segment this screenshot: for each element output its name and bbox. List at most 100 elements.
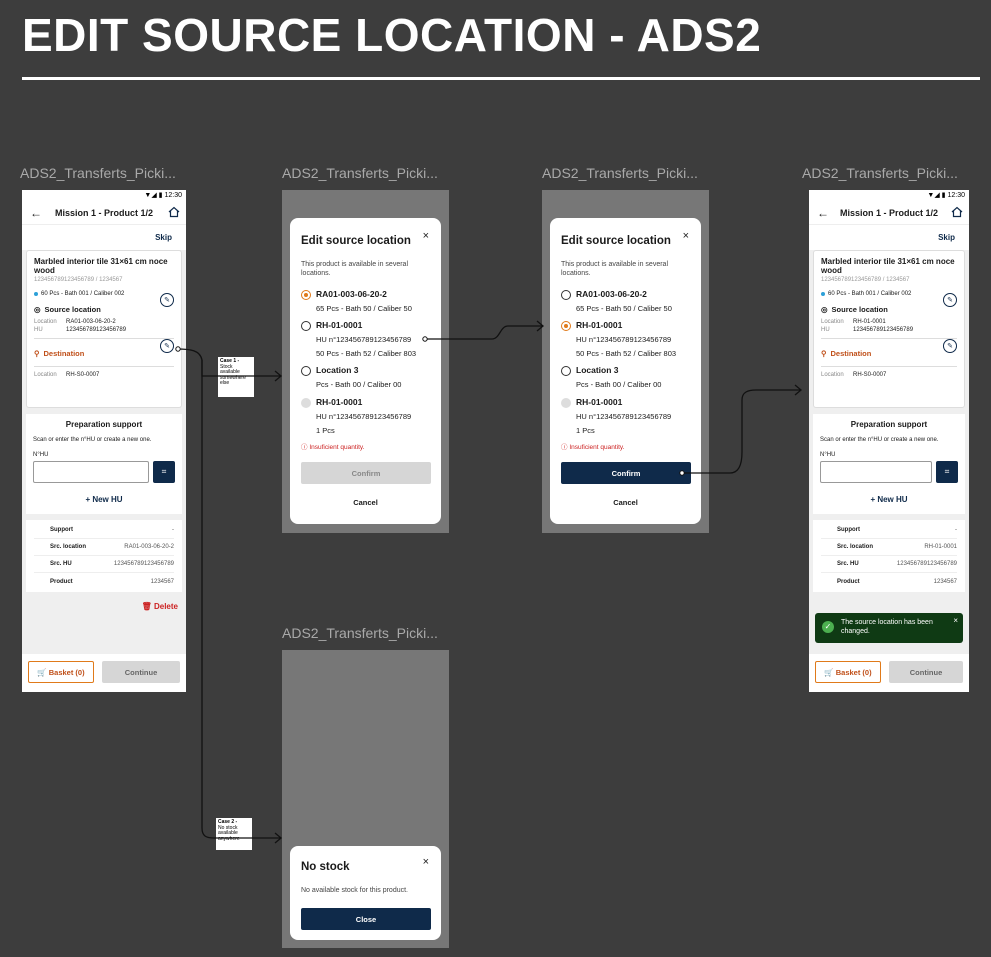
delete-button[interactable]: 🗑 Delete (141, 602, 178, 611)
option-rh01[interactable]: RH-01-0001 HU n°123456789123456789 50 Pc… (561, 320, 691, 361)
flow-origin-dot (422, 336, 428, 342)
frame-label-4: ADS2_Transferts_Picki... (802, 165, 958, 181)
dialog-text: No available stock for this product. (301, 887, 408, 894)
hu-input[interactable] (33, 461, 149, 483)
flow-arrow-confirm (682, 389, 800, 474)
divider (821, 338, 957, 339)
frame-label-1: ADS2_Transferts_Picki... (20, 165, 176, 181)
product-card: Marbled interior tile 31×61 cm noce wood… (813, 250, 965, 408)
radio-disabled (561, 398, 571, 408)
header-title: Mission 1 - Product 1/2 (839, 208, 939, 218)
skip-link[interactable]: Skip (22, 224, 186, 250)
radio-selected[interactable] (301, 290, 311, 300)
new-hu-button[interactable]: + New HU (85, 495, 123, 504)
toast-close-icon[interactable]: × (953, 616, 958, 625)
arrowhead (536, 320, 545, 332)
stock-dot-icon (821, 292, 825, 296)
radio[interactable] (301, 321, 311, 331)
dialog-text: This product is available in several loc… (561, 261, 668, 277)
back-arrow-icon[interactable]: ← (30, 206, 42, 220)
app-header: ← Mission 1 - Product 1/2 (809, 202, 969, 224)
destination-title: ⚲Destination (34, 349, 85, 358)
option-location-3[interactable]: Location 3 Pcs - Bath 00 / Caliber 00 (561, 365, 691, 392)
home-icon[interactable] (168, 206, 180, 218)
product-code: 123456789123456789 / 1234567 (34, 277, 123, 283)
scan-icon[interactable]: ⌗ (936, 461, 958, 483)
success-toast: ✓ The source location has been changed. … (815, 613, 963, 643)
continue-button[interactable]: Continue (889, 661, 963, 683)
no-stock-dialog: No stock × No available stock for this p… (290, 846, 441, 940)
back-arrow-icon[interactable]: ← (817, 206, 829, 220)
location-pin-icon: ◎ (34, 305, 41, 314)
divider (821, 366, 957, 367)
confirm-button-disabled[interactable]: Confirm (301, 462, 431, 484)
case-1-note: Case 1 -Stock available somewhere else (218, 357, 254, 397)
option-rh01[interactable]: RH-01-0001 HU n°123456789123456789 50 Pc… (301, 320, 431, 361)
hu-input[interactable] (820, 461, 932, 483)
hu-label: N°HU (33, 452, 49, 458)
flow-origin-dot (679, 470, 685, 476)
radio[interactable] (561, 290, 571, 300)
cancel-button[interactable]: Cancel (353, 498, 378, 507)
cancel-button[interactable]: Cancel (613, 498, 638, 507)
insufficient-warning: ⓘ Insuficient quantity. (561, 444, 625, 451)
skip-link[interactable]: Skip (809, 224, 969, 250)
product-card: Marbled interior tile 31×61 cm noce wood… (26, 250, 182, 408)
dialog-title: Edit source location (301, 235, 411, 247)
case-2-note: Case 2 -No stock available anywhere (216, 818, 252, 850)
trash-icon: 🗑 (141, 602, 152, 611)
close-icon[interactable]: × (422, 230, 429, 242)
option-ra01[interactable]: RA01-003-06-20-2 65 Pcs - Bath 50 / Cali… (561, 289, 691, 316)
scan-icon[interactable]: ⌗ (153, 461, 175, 483)
summary-row-support: Support- (34, 522, 174, 539)
page-title: EDIT SOURCE LOCATION - ADS2 (22, 9, 762, 61)
location-pin-icon: ◎ (821, 305, 828, 314)
edit-stock-button[interactable]: ✎ (160, 293, 174, 307)
flow-arrow-select (425, 325, 542, 340)
close-icon[interactable]: × (422, 856, 429, 868)
radio[interactable] (301, 366, 311, 376)
destination-icon: ⚲ (34, 349, 40, 358)
divider (34, 338, 174, 339)
arrowhead (274, 832, 283, 844)
check-icon: ✓ (822, 621, 834, 633)
source-location-title: ◎Source location (821, 305, 888, 314)
edit-source-dialog-initial: Edit source location × This product is a… (290, 218, 441, 524)
confirm-button[interactable]: Confirm (561, 462, 691, 484)
close-icon[interactable]: × (682, 230, 689, 242)
basket-button[interactable]: 🛒Basket (0) (28, 661, 94, 683)
option-location-3[interactable]: Location 3 Pcs - Bath 00 / Caliber 00 (301, 365, 431, 392)
basket-button[interactable]: 🛒Basket (0) (815, 661, 881, 683)
continue-button[interactable]: Continue (102, 661, 180, 683)
prep-title: Preparation support (850, 420, 928, 429)
radio[interactable] (561, 366, 571, 376)
new-hu-button[interactable]: + New HU (870, 495, 908, 504)
dialog-text: This product is available in several loc… (301, 261, 408, 277)
option-ra01[interactable]: RA01-003-06-20-2 65 Pcs - Bath 50 / Cali… (301, 289, 431, 316)
edit-source-location-button[interactable]: ✎ (160, 339, 174, 353)
dialog-title: No stock (301, 861, 350, 873)
frame-label-3: ADS2_Transferts_Picki... (542, 165, 698, 181)
title-divider (22, 77, 980, 80)
prep-hint: Scan or enter the n°HU or create a new o… (820, 437, 939, 443)
radio-selected[interactable] (561, 321, 571, 331)
edit-stock-button[interactable]: ✎ (943, 293, 957, 307)
edit-source-location-button[interactable]: ✎ (943, 339, 957, 353)
flow-arrow-case-1 (176, 348, 280, 377)
flow-origin-dot (175, 346, 181, 352)
home-icon[interactable] (951, 206, 963, 218)
close-button[interactable]: Close (301, 908, 431, 930)
